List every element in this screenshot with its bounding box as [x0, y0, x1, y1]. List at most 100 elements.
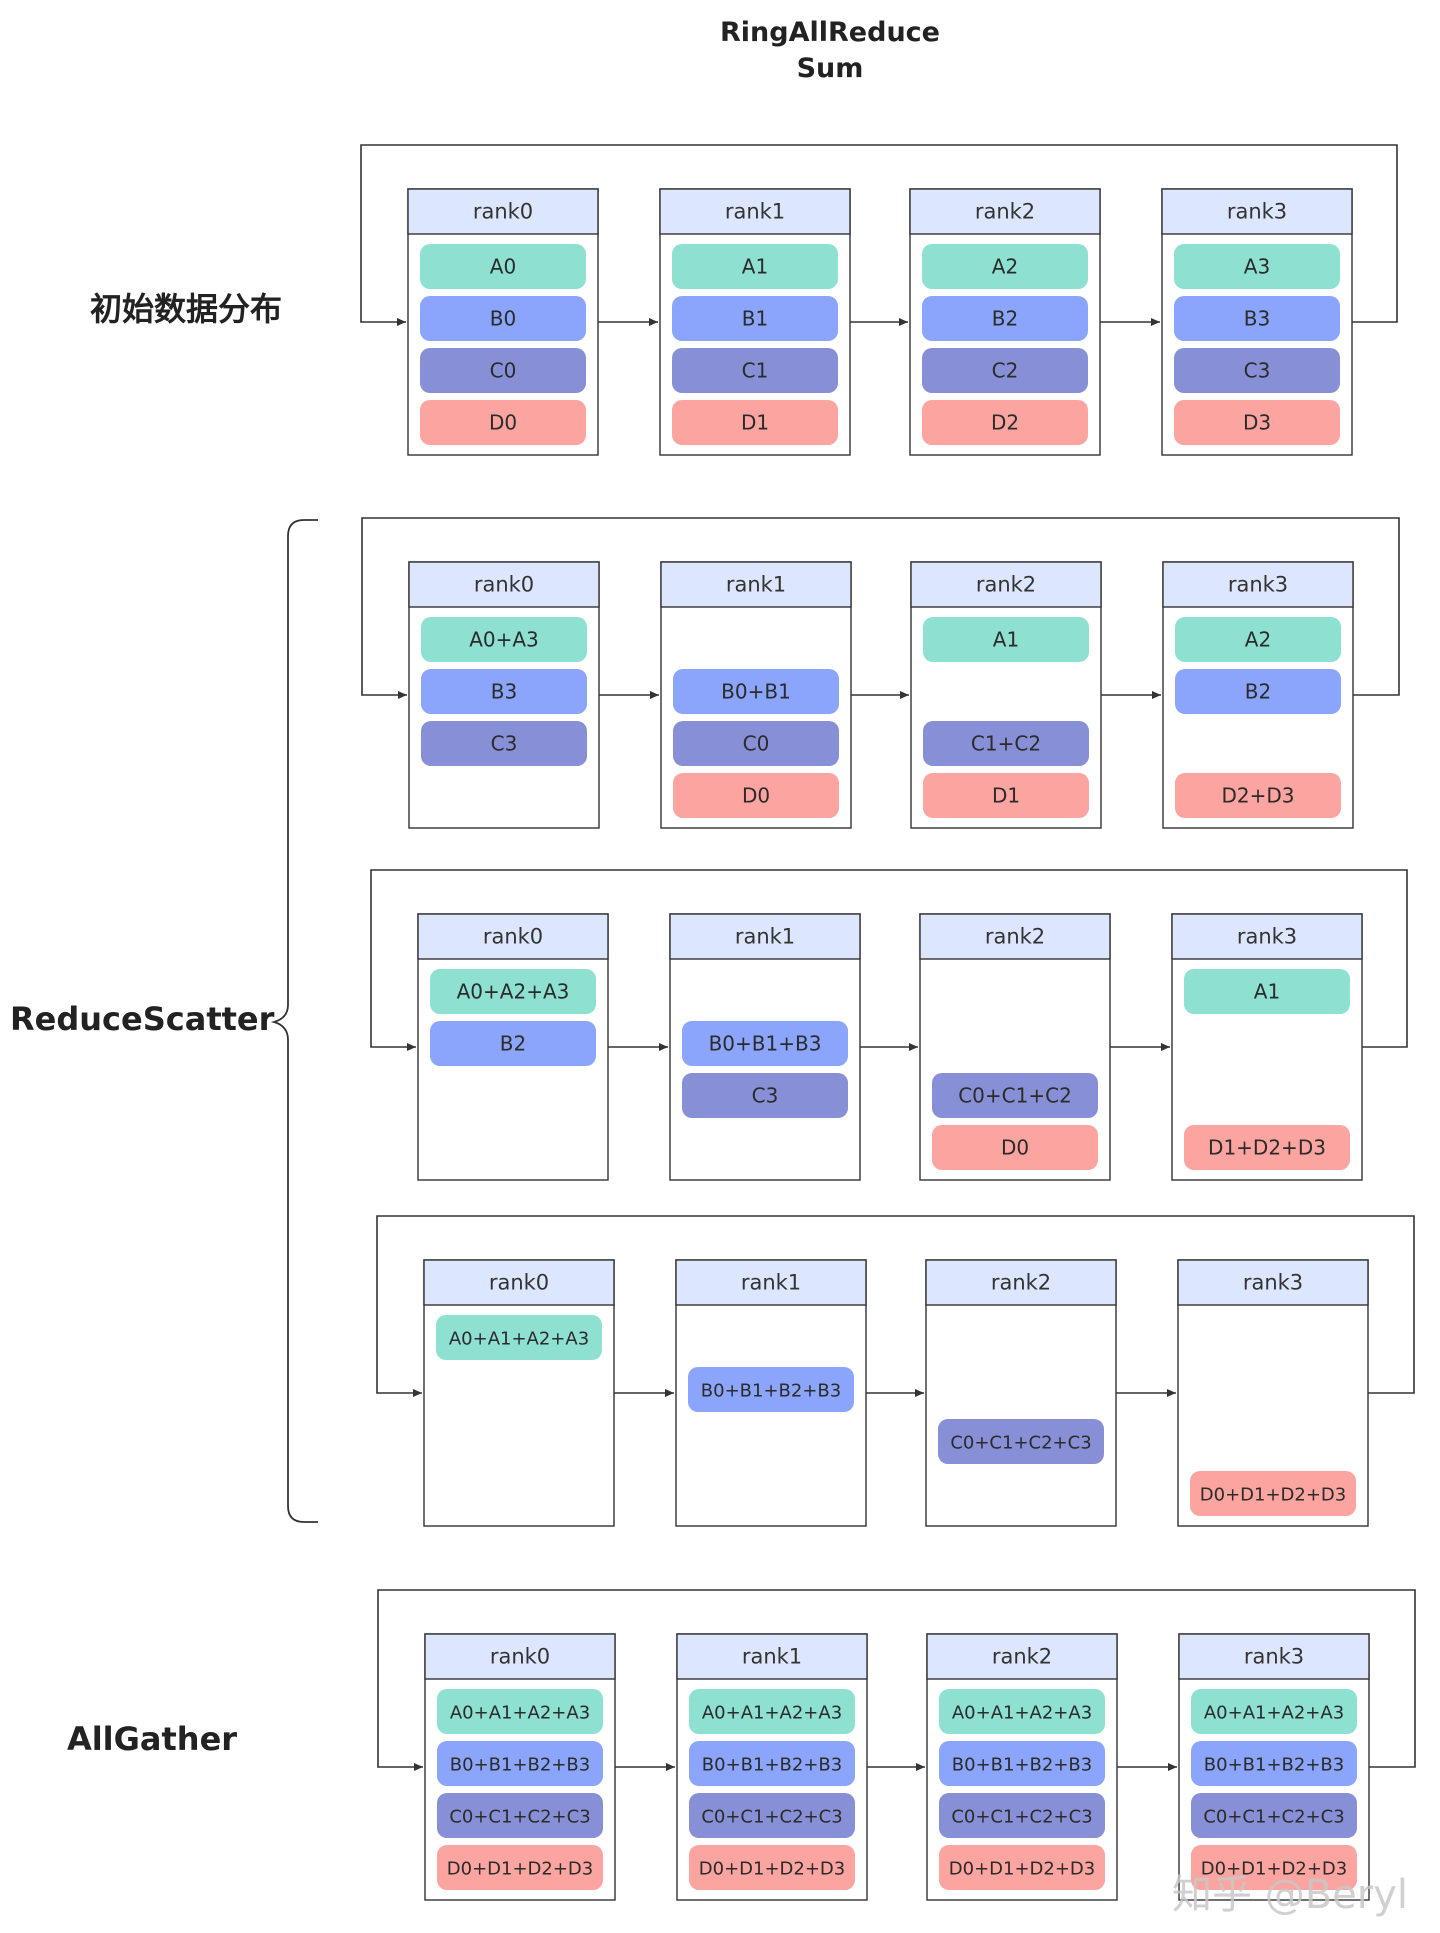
data-chunk-c: [932, 1073, 1098, 1118]
data-chunk-label: D0+D1+D2+D3: [447, 1859, 594, 1880]
data-chunk-label: A0+A1+A2+A3: [952, 1703, 1092, 1724]
rank-box-1: rank1A0+A1+A2+A3B0+B1+B2+B3C0+C1+C2+C3D0…: [676, 1633, 868, 1901]
data-chunk-label: C1+C2: [971, 732, 1041, 756]
data-chunk-c: [938, 1419, 1104, 1464]
rank-header: [408, 561, 600, 608]
rank-header: [407, 188, 599, 235]
rank-header: [417, 913, 609, 960]
data-chunk-b: [689, 1741, 855, 1786]
data-chunk-c: [437, 1793, 603, 1838]
data-chunk-c: [1191, 1793, 1357, 1838]
data-chunk-label: B0+B1: [721, 680, 791, 704]
data-chunk-a: [922, 244, 1088, 289]
data-chunk-b: [939, 1741, 1105, 1786]
rank-label: rank2: [992, 1645, 1052, 1669]
data-chunk-label: A1: [742, 255, 768, 279]
diagram-initial: rank0A0B0C0D0rank1A1B1C1D1rank2A2B2C2D2r…: [360, 144, 1398, 456]
data-chunk-label: C0+C1+C2: [958, 1084, 1072, 1108]
rank-header: [910, 561, 1102, 608]
data-chunk-b: [1174, 296, 1340, 341]
data-chunk-label: B0+B1+B2+B3: [701, 1381, 841, 1402]
data-chunk-a: [420, 244, 586, 289]
data-chunk-c: [672, 348, 838, 393]
data-chunk-label: D0: [742, 784, 770, 808]
data-chunk-label: B1: [742, 307, 768, 331]
diagram-title-line1: RingAllReduce: [720, 17, 940, 48]
rank-header: [659, 188, 851, 235]
data-chunk-d: [672, 400, 838, 445]
data-chunk-c: [922, 348, 1088, 393]
data-chunk-c: [682, 1073, 848, 1118]
data-chunk-b: [421, 669, 587, 714]
data-chunk-c: [689, 1793, 855, 1838]
data-chunk-d: [922, 400, 1088, 445]
data-chunk-label: A2: [1245, 628, 1271, 652]
diagram-all-gather: rank0A0+A1+A2+A3B0+B1+B2+B3C0+C1+C2+C3D0…: [377, 1589, 1416, 1901]
data-chunk-a: [672, 244, 838, 289]
data-chunk-d: [1184, 1125, 1350, 1170]
rank-label: rank1: [741, 1271, 801, 1295]
data-chunk-label: A0+A1+A2+A3: [1204, 1703, 1344, 1724]
data-chunk-label: B0+B1+B2+B3: [450, 1755, 590, 1776]
data-chunk-b: [688, 1367, 854, 1412]
data-chunk-label: C3: [752, 1084, 779, 1108]
data-chunk-d: [673, 773, 839, 818]
data-chunk-c: [420, 348, 586, 393]
data-chunk-label: D1+D2+D3: [1208, 1136, 1326, 1160]
diagram-title-line2: Sum: [797, 53, 864, 84]
section-label-initial: 初始数据分布: [90, 290, 282, 328]
rank-header: [1177, 1259, 1369, 1306]
data-chunk-b: [673, 669, 839, 714]
rank-header: [669, 913, 861, 960]
data-chunk-b: [922, 296, 1088, 341]
rank-header: [675, 1259, 867, 1306]
data-chunk-label: A0+A3: [469, 628, 539, 652]
rank-label: rank3: [1243, 1271, 1303, 1295]
data-chunk-label: B2: [500, 1032, 526, 1056]
data-chunk-label: D1: [992, 784, 1020, 808]
data-chunk-label: D0+D1+D2+D3: [1201, 1859, 1348, 1880]
data-chunk-c: [1174, 348, 1340, 393]
data-chunk-label: A0+A2+A3: [457, 980, 570, 1004]
data-chunk-a: [430, 969, 596, 1014]
rank-header: [925, 1259, 1117, 1306]
data-chunk-label: B0: [490, 307, 516, 331]
watermark-text: 知乎 @Beryl: [1172, 1872, 1408, 1918]
rank-label: rank0: [490, 1645, 550, 1669]
data-chunk-label: D0+D1+D2+D3: [1200, 1485, 1347, 1506]
rank-header: [1161, 188, 1353, 235]
data-chunk-d: [437, 1845, 603, 1890]
rank-label: rank1: [735, 925, 795, 949]
data-chunk-label: A3: [1244, 255, 1270, 279]
rank-box-0: rank0A0+A1+A2+A3B0+B1+B2+B3C0+C1+C2+C3D0…: [424, 1633, 616, 1901]
reduce-scatter-brace: [270, 519, 318, 1523]
data-chunk-label: A0+A1+A2+A3: [449, 1329, 589, 1350]
data-chunk-c: [923, 721, 1089, 766]
data-chunk-d: [932, 1125, 1098, 1170]
rank-label: rank0: [483, 925, 543, 949]
data-chunk-label: D1: [741, 411, 769, 435]
data-chunk-label: D0+D1+D2+D3: [949, 1859, 1096, 1880]
data-chunk-label: D0+D1+D2+D3: [699, 1859, 846, 1880]
data-chunk-label: C0: [490, 359, 517, 383]
rank-header: [919, 913, 1111, 960]
ring-return-path: [377, 1589, 1416, 1771]
rank-label: rank3: [1237, 925, 1297, 949]
rank-label: rank2: [975, 200, 1035, 224]
rank-label: rank3: [1227, 200, 1287, 224]
diagrams-layer: rank0A0B0C0D0rank1A1B1C1D1rank2A2B2C2D2r…: [360, 144, 1416, 1901]
data-chunk-label: C1: [742, 359, 769, 383]
rank-label: rank1: [726, 573, 786, 597]
data-chunk-label: D3: [1243, 411, 1271, 435]
data-chunk-a: [437, 1689, 603, 1734]
rank-label: rank3: [1244, 1645, 1304, 1669]
